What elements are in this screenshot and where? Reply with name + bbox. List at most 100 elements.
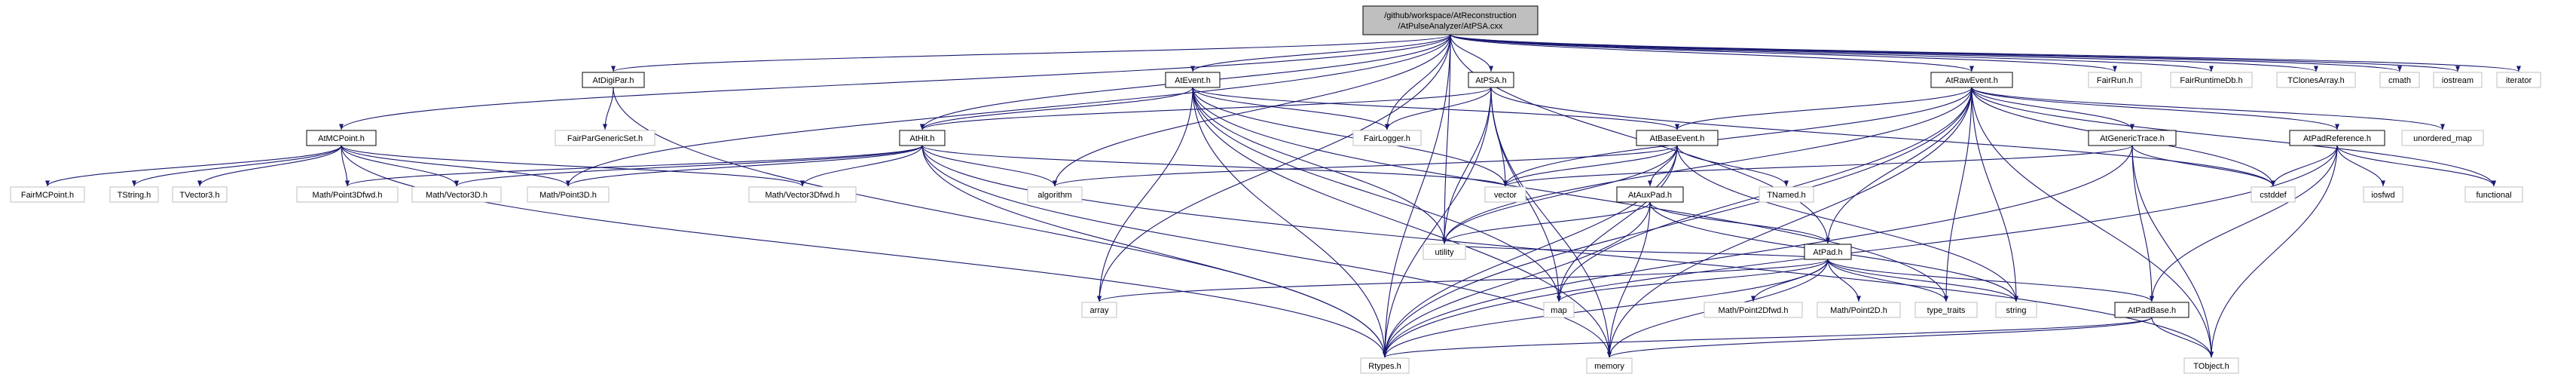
- node-AtGenericTrace[interactable]: AtGenericTrace.h: [2088, 130, 2177, 146]
- edge-AtEvent-to-type_traits: [1192, 87, 1949, 302]
- node-AtPSA[interactable]: AtPSA.h: [1468, 72, 1514, 88]
- node-box: [2170, 72, 2253, 88]
- edge-AtGenericTrace-to-vector: [1503, 145, 2133, 187]
- node-box: [2401, 130, 2484, 146]
- node-Point2D: Math/Point2D.h: [1817, 302, 1901, 318]
- edge-AtRawEvent-to-utility: [1441, 87, 1972, 244]
- node-box: [2114, 302, 2189, 318]
- edge-AtRawEvent-to-type_traits: [1943, 87, 1972, 302]
- edge-AtBaseEvent-to-string: [1676, 145, 2019, 302]
- node-label: cstddef: [2260, 191, 2287, 200]
- node-box: [1636, 130, 1719, 146]
- edge-AtEvent-to-utility: [1192, 87, 1447, 244]
- node-label: TObject.h: [2193, 362, 2229, 371]
- node-box: [411, 186, 502, 203]
- edge-AtHit-to-Vector3Dfwd: [799, 145, 923, 187]
- node-iosfwd: iosfwd: [2363, 186, 2403, 203]
- node-label: /AtPulseAnalyzer/AtPSA.cxx: [1398, 22, 1503, 31]
- node-label: Math/Point2Dfwd.h: [1719, 306, 1789, 315]
- node-label: functional: [2476, 191, 2511, 200]
- edge-AtMCPoint-to-FairMCPoint: [45, 145, 342, 187]
- node-box: [296, 186, 399, 203]
- edge-AtHit-to-Rtypes: [921, 145, 1388, 358]
- node-box: [1995, 302, 2037, 318]
- node-AtAuxPad[interactable]: AtAuxPad.h: [1616, 186, 1684, 203]
- edge-root-to-TClonesArray: [1450, 34, 2318, 72]
- edge-root-to-AtDigiPar: [611, 34, 1451, 72]
- node-label: cmath: [2388, 76, 2411, 85]
- node-AtPadBase[interactable]: AtPadBase.h: [2114, 302, 2189, 318]
- node-box: [1422, 244, 1466, 260]
- node-label: vector: [1494, 191, 1517, 200]
- node-root[interactable]: /github/workspace/AtReconstruction/AtPul…: [1362, 5, 1539, 35]
- edge-AtGenericTrace-to-TObject: [2131, 145, 2214, 358]
- node-label: /github/workspace/AtReconstruction: [1384, 11, 1516, 20]
- edge-AtPad-to-type_traits: [1827, 259, 1949, 302]
- edge-AtEvent-to-vector: [1192, 87, 1508, 187]
- edge-AtPSA-to-FairLogger: [1384, 87, 1492, 130]
- edge-AtHit-to-Point3D: [566, 145, 923, 187]
- node-AtEvent[interactable]: AtEvent.h: [1165, 72, 1221, 88]
- edge-AtPadReference-to-Rtypes: [1382, 145, 2338, 358]
- edge-AtMCPoint-to-Vector3Dfwd: [341, 145, 805, 187]
- node-string: string: [1995, 302, 2037, 318]
- node-AtBaseEvent[interactable]: AtBaseEvent.h: [1636, 130, 1719, 146]
- node-label: Rtypes.h: [1368, 362, 1401, 371]
- node-TObject: TObject.h: [2183, 357, 2239, 374]
- node-box: [1352, 130, 1422, 146]
- edge-AtEvent-to-Rtypes: [1192, 87, 1388, 358]
- edge-AtRawEvent-to-AtGenericTrace: [1971, 87, 2135, 130]
- node-box: [1165, 72, 1221, 88]
- edge-AtRawEvent-to-AtPadReference: [1971, 87, 2339, 130]
- node-AtHit[interactable]: AtHit.h: [899, 130, 946, 146]
- node-functional: functional: [2464, 186, 2523, 203]
- edge-AtAuxPad-to-AtPad: [1649, 201, 1831, 244]
- node-FairRuntimeDb: FairRuntimeDb.h: [2170, 72, 2253, 88]
- edge-AtGenericTrace-to-Rtypes: [1382, 145, 2133, 358]
- edge-AtPSA-to-AtHit: [920, 87, 1492, 130]
- node-box: [2088, 72, 2142, 88]
- node-label: algorithm: [1037, 191, 1071, 200]
- edge-AtPad-to-AtPadBase: [1827, 259, 2154, 302]
- edge-AtPSA-to-Rtypes: [1382, 87, 1492, 358]
- edge-AtPSA-to-cstddef: [1490, 87, 2275, 187]
- node-box: [1362, 5, 1539, 35]
- node-AtRawEvent[interactable]: AtRawEvent.h: [1930, 72, 2013, 88]
- node-label: TNamed.h: [1767, 191, 1805, 200]
- node-box: [1616, 186, 1684, 203]
- edge-root-to-FairRun: [1450, 34, 2117, 72]
- node-AtPad[interactable]: AtPad.h: [1804, 244, 1852, 260]
- node-box: [1914, 302, 1978, 318]
- node-AtPadReference[interactable]: AtPadReference.h: [2289, 130, 2385, 146]
- node-box: [582, 72, 645, 88]
- node-AtMCPoint[interactable]: AtMCPoint.h: [306, 130, 377, 146]
- edge-root-to-AtPSA: [1450, 34, 1494, 72]
- edge-AtBaseEvent-to-vector: [1502, 145, 1678, 187]
- edge-root-to-algorithm: [1052, 34, 1451, 187]
- node-label: AtHit.h: [909, 134, 934, 143]
- node-box: [2496, 72, 2541, 88]
- edge-AtHit-to-Point3Dfwd: [345, 145, 923, 187]
- edge-root-to-utility: [1441, 34, 1451, 244]
- edge-AtBaseEvent-to-map: [1556, 145, 1678, 302]
- edge-AtHit-to-vector: [921, 145, 1508, 187]
- node-iterator: iterator: [2496, 72, 2541, 88]
- node-box: [2251, 186, 2296, 203]
- edge-AtRawEvent-to-TObject: [1971, 87, 2214, 358]
- node-FairRun: FairRun.h: [2088, 72, 2142, 88]
- node-label: TString.h: [118, 191, 151, 200]
- edge-AtBaseEvent-to-utility: [1441, 145, 1678, 244]
- edge-AtHit-to-Vector3D: [454, 145, 923, 187]
- node-FairParGenericSet: FairParGenericSet.h: [555, 130, 655, 146]
- node-Point3Dfwd: Math/Point3Dfwd.h: [296, 186, 399, 203]
- edge-AtEvent-to-AtBaseEvent: [1192, 87, 1679, 130]
- edge-AtPad-to-map: [1557, 259, 1829, 302]
- edge-root-to-Rtypes: [1382, 34, 1451, 358]
- node-label: FairMCPoint.h: [21, 191, 74, 200]
- node-cstddef: cstddef: [2251, 186, 2296, 203]
- node-AtDigiPar[interactable]: AtDigiPar.h: [582, 72, 645, 88]
- edge-AtRawEvent-to-AtPad: [1825, 87, 1972, 244]
- node-TVector3: TVector3.h: [172, 186, 228, 203]
- node-label: AtRawEvent.h: [1945, 76, 1998, 85]
- edge-AtDigiPar-to-Rtypes: [613, 87, 1388, 358]
